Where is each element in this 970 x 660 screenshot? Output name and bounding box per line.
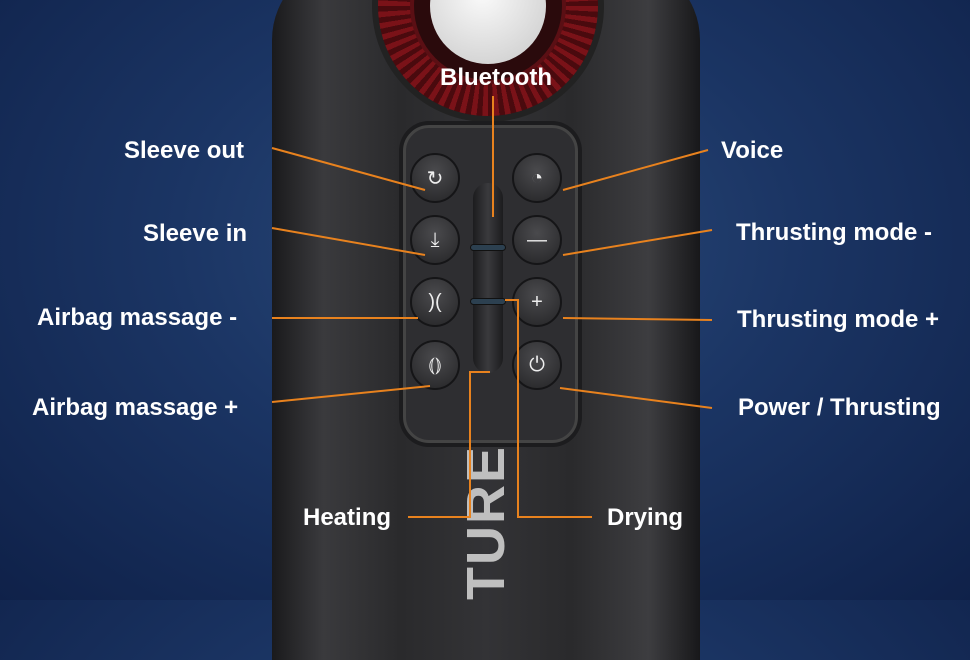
label-bluetooth: Bluetooth bbox=[440, 64, 552, 91]
wave-icon: ⦅⦆ bbox=[428, 353, 442, 376]
label-voice: Voice bbox=[721, 137, 784, 164]
leader-lines bbox=[271, 96, 713, 518]
rotate-icon: ↻ bbox=[426, 167, 444, 190]
label-power: Power / Thrusting bbox=[738, 394, 941, 421]
plus-icon: + bbox=[531, 290, 543, 313]
label-heating: Heating bbox=[303, 504, 392, 531]
leader-thrust-plus bbox=[562, 317, 713, 321]
sleeve-in-button[interactable]: ⤓ bbox=[410, 215, 460, 265]
leader-airbag-plus bbox=[271, 385, 431, 403]
drying-led bbox=[470, 298, 506, 305]
leader-power bbox=[559, 387, 713, 409]
power-button[interactable]: ⏻ bbox=[512, 340, 562, 390]
label-sleeve-in: Sleeve in bbox=[143, 220, 248, 247]
label-airbag-plus: Airbag massage + bbox=[32, 394, 239, 421]
indicator-slot bbox=[473, 183, 503, 373]
thrust-minus-button[interactable]: — bbox=[512, 215, 562, 265]
label-airbag-minus: Airbag massage - bbox=[37, 304, 238, 331]
label-drying: Drying bbox=[607, 504, 684, 531]
leader-heating bbox=[408, 371, 490, 518]
label-thrust-minus: Thrusting mode - bbox=[736, 219, 932, 246]
airbag-plus-button[interactable]: ⦅⦆ bbox=[410, 340, 460, 390]
airbag-minus-button[interactable]: )( bbox=[410, 277, 460, 327]
power-icon: ⏻ bbox=[529, 353, 545, 376]
voice-button[interactable]: ◔ bbox=[512, 153, 562, 203]
sleeve-out-button[interactable]: ↻ bbox=[410, 153, 460, 203]
leader-voice bbox=[562, 149, 709, 191]
leader-sleeve-in bbox=[271, 227, 426, 256]
download-icon: ⤓ bbox=[430, 228, 440, 251]
leader-thrust-minus bbox=[562, 229, 713, 256]
leader-sleeve-out bbox=[271, 147, 426, 191]
wave-icon: )( bbox=[428, 290, 442, 313]
leader-drying bbox=[505, 299, 592, 518]
label-sleeve-out: Sleeve out bbox=[124, 137, 245, 164]
thrust-plus-button[interactable]: + bbox=[512, 277, 562, 327]
voice-icon: ◔ bbox=[530, 166, 544, 189]
label-thrust-plus: Thrusting mode + bbox=[737, 306, 940, 333]
minus-icon: — bbox=[527, 228, 547, 251]
heating-led bbox=[470, 244, 506, 251]
